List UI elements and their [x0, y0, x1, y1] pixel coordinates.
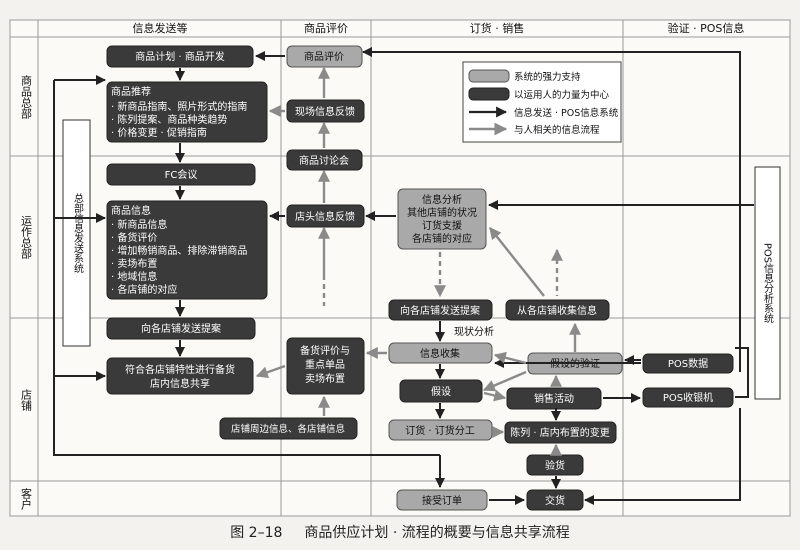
legend-swatch-dark [468, 87, 510, 101]
legend-label: 以运用人的力量为中心 [514, 89, 610, 101]
recommend-title: 商品推荐 [111, 85, 151, 98]
row-header: 运作总部 [20, 215, 33, 259]
display-box [504, 421, 617, 444]
legend-swatch-light [468, 69, 510, 83]
send-proposals-label: 向各店铺发送提案 [400, 304, 480, 317]
surrounding-label: 店铺周边信息、各店铺信息 [231, 423, 345, 435]
assort-eval-line-1: 备货评价与 [300, 344, 350, 357]
order-box [388, 419, 493, 441]
hq-system-box [62, 119, 91, 347]
system-arrows [53, 47, 754, 505]
product-meeting-label: 商品讨论会 [299, 154, 349, 167]
share-line-2: 店内信息共享 [150, 377, 210, 390]
row-header: 客户 [20, 487, 33, 511]
assort-eval-line-2: 重点单品 [305, 358, 345, 371]
figure-title: 商品供应计划 · 流程的概要与信息共享流程 [304, 525, 570, 541]
plan-box [106, 45, 254, 68]
column-header: 信息发送等 [133, 21, 188, 35]
legend-label: 信息发送 · POS信息系统 [514, 107, 619, 119]
info-collect-box [388, 342, 493, 364]
eval-label: 商品评价 [304, 50, 344, 63]
analysis-line-1: 信息分析 [422, 193, 462, 206]
accept-label: 接受订单 [422, 494, 462, 507]
assort-eval-box [286, 337, 365, 395]
flow-diagram: 信息发送等 商品评价 订货 · 销售 验证 · POS信息 商品总部 运作总部 … [9, 19, 791, 517]
pos-register-box [642, 387, 734, 408]
recommend-box [106, 81, 268, 143]
row-header: 商品总部 [20, 74, 33, 119]
info-item: · 新商品信息 [111, 218, 167, 231]
row-header: 店铺 [20, 388, 33, 411]
figure-number: 图 2–18 [230, 525, 283, 541]
info-item: · 增加畅销商品、排除滞销商品 [111, 244, 247, 257]
pos-register-label: POS收银机 [663, 391, 713, 404]
collect-from-box [505, 299, 610, 321]
sales-box [506, 387, 602, 410]
assort-eval-line-3: 卖场布置 [305, 372, 345, 385]
analysis-box [397, 188, 487, 250]
proposal-label: 向各店铺发送提案 [141, 322, 221, 335]
delivery-label: 交货 [545, 494, 565, 507]
hq-system-label: 总部信息发送系统 [72, 192, 84, 273]
plan-label: 商品计划 · 商品开发 [135, 50, 225, 63]
fc-box [106, 163, 256, 186]
info-item: · 各店铺的对应 [111, 283, 177, 296]
display-label: 陈列 · 店内布置的变更 [510, 426, 610, 439]
figure-caption: 图 2–18 商品供应计划 · 流程的概要与信息共享流程 [0, 522, 800, 542]
column-header: 订货 · 销售 [470, 21, 525, 35]
hypothesis-label: 假设 [431, 385, 451, 398]
send-proposals-box [388, 299, 493, 321]
info-item: · 卖场布置 [111, 257, 157, 270]
info-collect-label: 信息收集 [420, 347, 460, 360]
accept-box [396, 489, 488, 511]
recommend-item: · 陈列提案、商品种类趋势 [111, 113, 227, 126]
sales-label: 销售活动 [534, 392, 574, 405]
hypothesis-box [399, 379, 483, 403]
delivery-box [526, 489, 584, 511]
human-arrows [255, 66, 581, 456]
share-line-1: 符合各店铺特性进行备货 [125, 363, 235, 376]
share-box [106, 357, 254, 395]
status-analysis-label: 现状分析 [454, 325, 494, 338]
info-item: · 备货评价 [111, 231, 157, 244]
recommend-item: · 价格变更 · 促销指南 [111, 126, 207, 139]
column-header: 商品评价 [304, 21, 348, 35]
legend-label: 系统的强力支持 [514, 71, 581, 83]
legend-label: 与人相关的信息流程 [514, 124, 600, 136]
field-feedback-label: 现场信息反馈 [295, 105, 355, 118]
info-title: 商品信息 [111, 204, 151, 217]
pos-system-label: POS信息分析系统 [762, 243, 774, 323]
pos-system-box [754, 166, 781, 400]
legend: 系统的强力支持 以运用人的力量为中心 信息发送 · POS信息系统 与人相关的信… [462, 61, 622, 143]
recommend-item: · 新商品指南、照片形式的指南 [111, 100, 247, 113]
analysis-line-2: 其他店铺的状况 [407, 206, 477, 219]
pos-data-box [642, 353, 734, 374]
store-feedback-label: 店头信息反馈 [295, 210, 355, 223]
column-header: 验证 · POS信息 [668, 21, 745, 35]
proposal-box [106, 317, 256, 340]
inspect-label: 验货 [545, 459, 565, 472]
info-item: · 地域信息 [111, 270, 157, 283]
info-box [106, 200, 268, 300]
surrounding-box [219, 417, 358, 440]
fc-label: FC会议 [165, 168, 198, 181]
analysis-line-4: 各店铺的对应 [412, 232, 472, 245]
order-label: 订货 · 订货分工 [405, 424, 475, 437]
pos-data-label: POS数据 [668, 357, 708, 370]
collect-from-label: 从各店铺收集信息 [517, 304, 597, 317]
analysis-line-3: 订货支援 [422, 219, 462, 232]
